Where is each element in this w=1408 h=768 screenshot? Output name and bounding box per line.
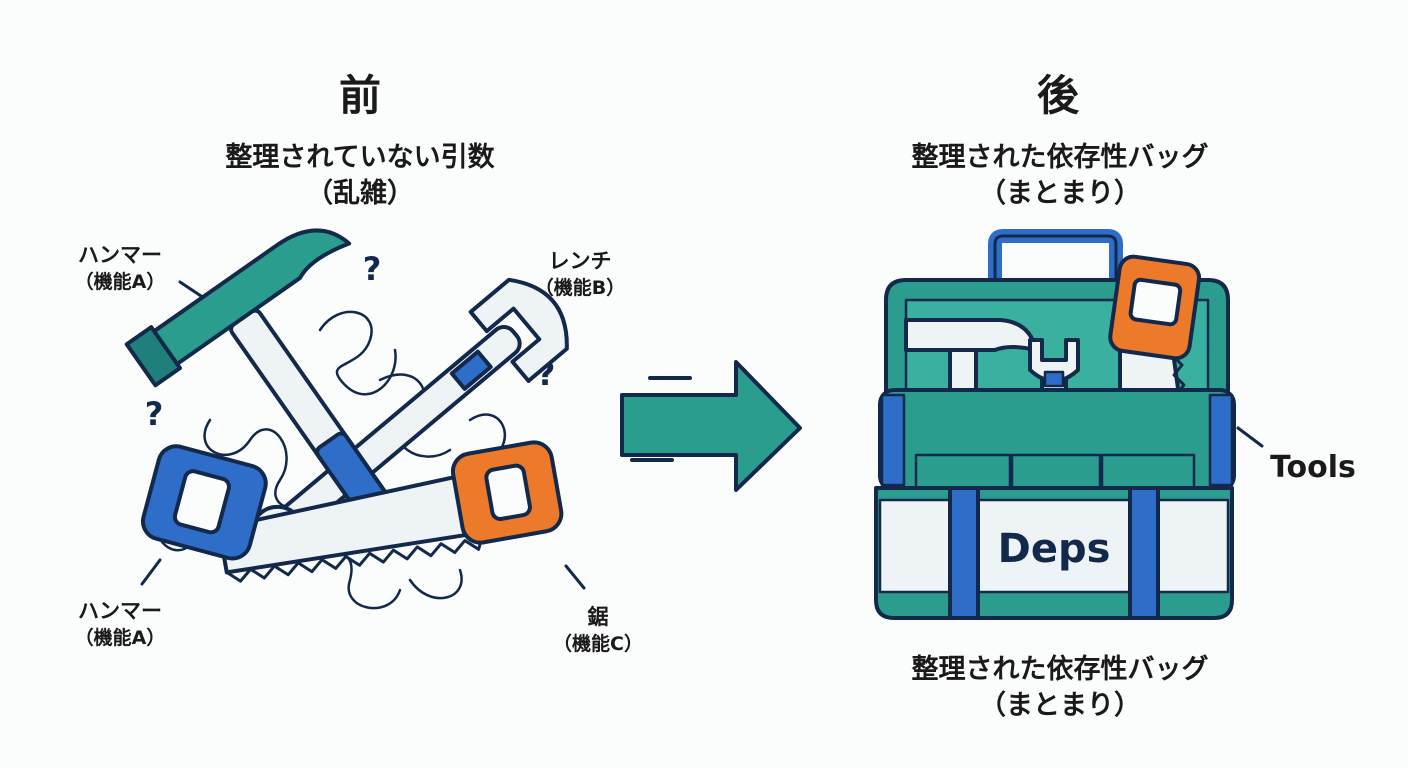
- question-mark: ?: [537, 355, 556, 393]
- saw-handle-icon: [140, 444, 268, 561]
- toolbox-icon: Deps: [874, 229, 1236, 620]
- label-saw-name: 鋸: [587, 605, 609, 629]
- label-wrench-name: レンチ: [548, 249, 612, 273]
- label-hammer-bottom-sub: （機能A）: [74, 627, 166, 649]
- label-saw-sub: （機能C）: [553, 633, 643, 655]
- question-mark: ?: [363, 250, 382, 288]
- label-wrench-sub: （機能B）: [534, 277, 626, 299]
- after-caption-line2: （まとまり）: [979, 690, 1141, 721]
- tools-label: Tools: [1270, 450, 1356, 485]
- before-heading: 前: [338, 71, 381, 120]
- after-caption: 整理された依存性バッグ （まとまり）: [850, 652, 1270, 724]
- label-wrench: レンチ （機能B）: [510, 248, 650, 302]
- before-subtitle-line2: （乱雑）: [306, 178, 414, 209]
- label-hammer-top-name: ハンマー: [78, 243, 162, 267]
- question-mark: ?: [145, 395, 164, 433]
- after-subtitle: 整理された依存性バッグ （まとまり）: [850, 140, 1270, 212]
- wrench-icon: [249, 277, 569, 561]
- after-subtitle-line1: 整理された依存性バッグ: [911, 142, 1209, 173]
- label-hammer-top: ハンマー （機能A）: [50, 242, 190, 296]
- tangle-squiggles: [156, 310, 507, 610]
- label-hammer-top-sub: （機能A）: [74, 271, 166, 293]
- before-subtitle: 整理されていない引数 （乱雑）: [150, 140, 570, 212]
- leader-lines: [140, 280, 1264, 590]
- arrow-icon: [620, 360, 802, 492]
- after-caption-line1: 整理された依存性バッグ: [911, 654, 1209, 685]
- label-hammer-bottom-name: ハンマー: [78, 599, 162, 623]
- bag-label: Deps: [998, 526, 1111, 572]
- label-hammer-bottom: ハンマー （機能A）: [50, 598, 190, 652]
- label-saw: 鋸 （機能C）: [528, 604, 668, 658]
- saw-icon: [216, 440, 564, 583]
- after-heading: 後: [1036, 71, 1079, 120]
- after-subtitle-line2: （まとまり）: [979, 178, 1141, 209]
- before-subtitle-line1: 整理されていない引数: [225, 142, 495, 173]
